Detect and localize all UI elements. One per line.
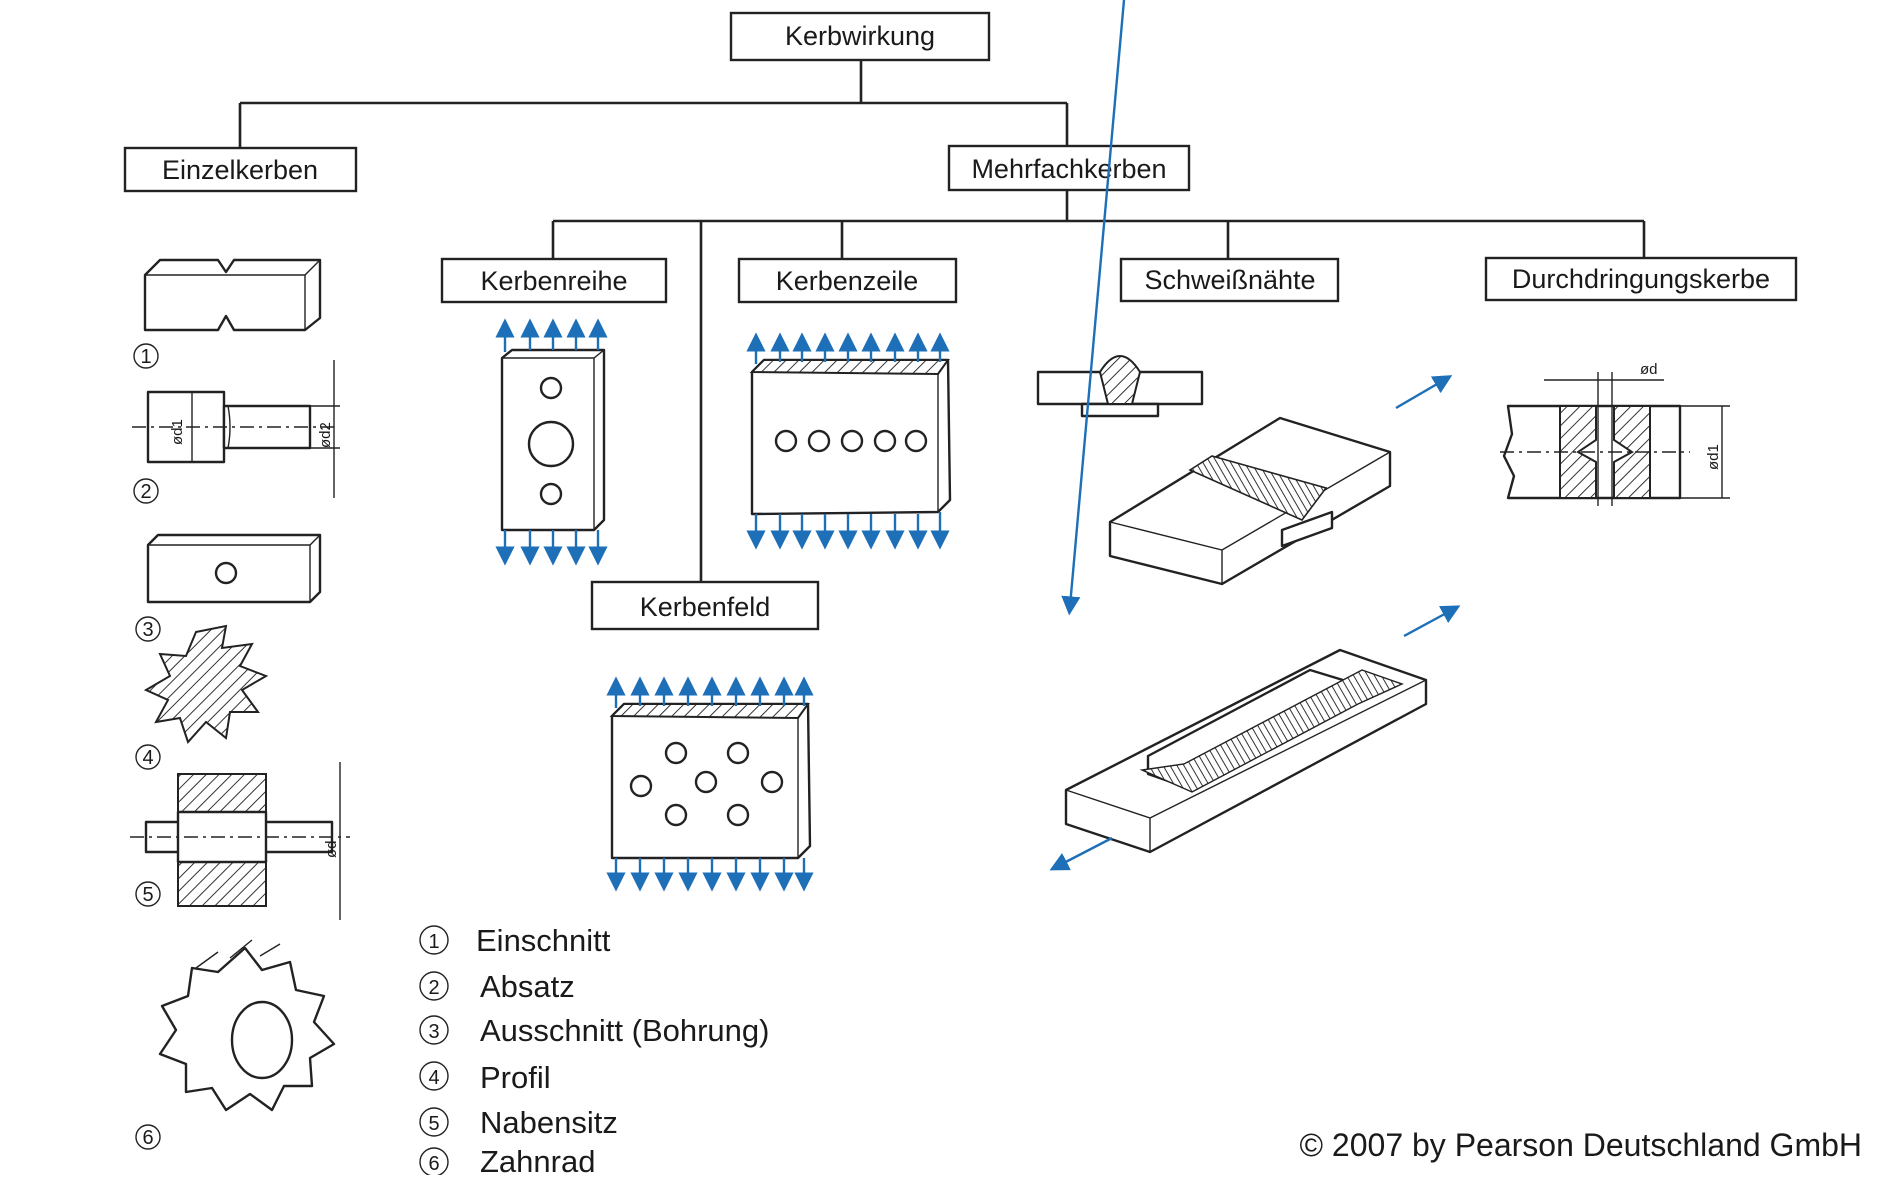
legend-item: Nabensitz <box>480 1105 618 1140</box>
marker-3: 3 <box>142 619 153 641</box>
figure-einschnitt <box>145 260 320 330</box>
node-einzelkerben: Einzelkerben <box>125 148 356 191</box>
figure-kehlnaht <box>1058 610 1452 866</box>
node-label: Schweißnähte <box>1144 265 1315 295</box>
figure-profil <box>146 626 266 742</box>
marker-4: 4 <box>142 747 153 769</box>
node-label: Einzelkerben <box>162 155 318 185</box>
copyright-notice: © 2007 by Pearson Deutschland GmbH <box>1299 1127 1862 1163</box>
node-label: Durchdringungskerbe <box>1512 264 1770 294</box>
figure-ausschnitt <box>148 535 320 602</box>
dimension-d-top: ød <box>1640 361 1658 378</box>
marker-2: 2 <box>140 481 151 503</box>
figure-zahnrad <box>160 940 334 1110</box>
dimension-d2: ød2 <box>317 422 334 448</box>
marker-5: 5 <box>142 884 153 906</box>
node-label: Kerbenreihe <box>480 266 627 296</box>
legend-number: 5 <box>428 1113 439 1135</box>
figure-absatz: ød1 ød2 <box>132 360 340 498</box>
figure-kerbenfeld <box>612 686 810 882</box>
number-markers: 1 2 3 4 5 6 <box>134 344 160 1149</box>
legend-item: Ausschnitt (Bohrung) <box>480 1013 769 1048</box>
figure-kerbenreihe <box>502 328 604 556</box>
legend-item: Einschnitt <box>476 923 611 958</box>
figure-stumpfnaht <box>1070 0 1444 606</box>
legend-number: 2 <box>428 977 439 999</box>
node-kerbwirkung: Kerbwirkung <box>731 13 989 60</box>
legend-item: Profil <box>480 1060 551 1095</box>
node-label: Kerbenzeile <box>776 266 919 296</box>
figure-kerbenzeile <box>752 342 950 540</box>
dimension-d1: ød1 <box>169 419 186 445</box>
legend-number: 1 <box>428 931 439 953</box>
node-durchdringungskerbe: Durchdringungskerbe <box>1486 258 1796 300</box>
node-kerbenzeile: Kerbenzeile <box>739 259 956 302</box>
node-kerbenreihe: Kerbenreihe <box>442 259 666 302</box>
marker-6: 6 <box>142 1127 153 1149</box>
legend-item: Zahnrad <box>480 1144 595 1175</box>
node-label: Kerbenfeld <box>640 592 771 622</box>
node-kerbenfeld: Kerbenfeld <box>592 582 818 629</box>
node-schweissnaehte: Schweißnähte <box>1121 259 1338 301</box>
node-label: Mehrfachkerben <box>971 154 1166 184</box>
node-mehrfachkerben: Mehrfachkerben <box>949 146 1189 190</box>
figure-nabensitz: ød <box>130 762 350 920</box>
figure-durchdringung: ød ød1 <box>1500 361 1730 506</box>
legend-number: 3 <box>428 1021 439 1043</box>
marker-1: 1 <box>140 346 151 368</box>
legend-number: 4 <box>428 1067 439 1089</box>
dimension-d: ød <box>323 840 340 858</box>
dimension-d1-right: ød1 <box>1705 444 1722 470</box>
legend-number: 6 <box>428 1153 439 1175</box>
legend-item: Absatz <box>480 969 575 1004</box>
figure-schweiss-section <box>1038 356 1202 416</box>
node-label: Kerbwirkung <box>785 21 935 51</box>
legend: 1 Einschnitt 2 Absatz 3 Ausschnitt (Bohr… <box>420 923 769 1175</box>
